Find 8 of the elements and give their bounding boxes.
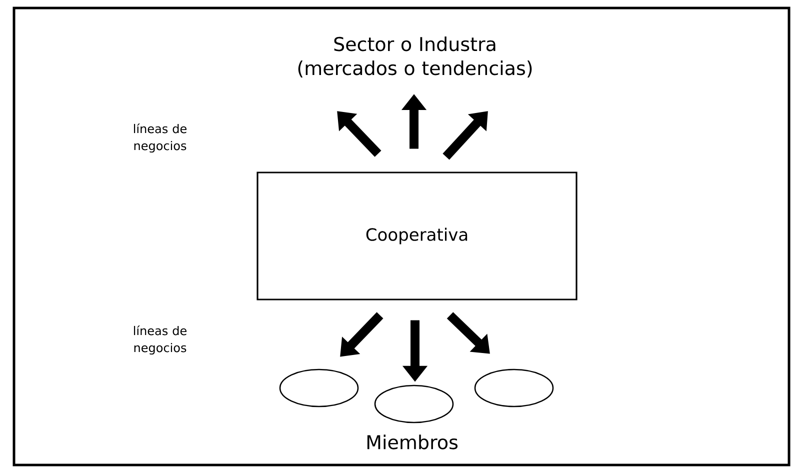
ellipse [279, 368, 359, 408]
side-label: líneas de negocios [134, 325, 186, 355]
caption-text: Miembros [367, 434, 458, 450]
ellipse [374, 384, 454, 424]
side-label: líneas de negocios [134, 123, 186, 153]
ellipse [474, 368, 554, 408]
heading-text: Sector o Industra (mercados o tendencias) [298, 36, 532, 78]
process-box: Cooperativa [256, 172, 578, 300]
